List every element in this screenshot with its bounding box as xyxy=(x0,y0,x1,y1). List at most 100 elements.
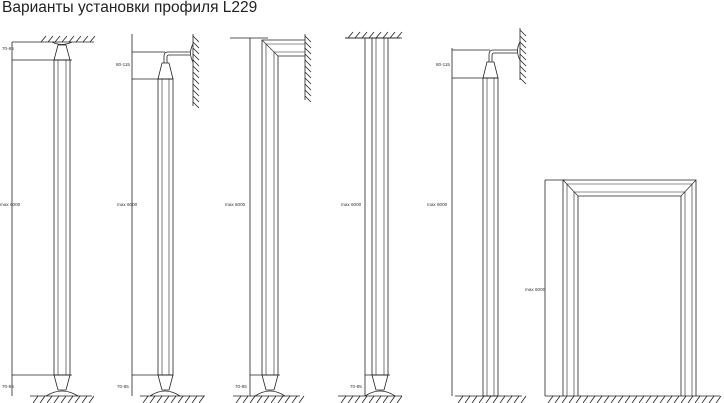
hatch-mark xyxy=(375,395,382,403)
hatch-mark xyxy=(192,95,200,103)
hatch-mark xyxy=(54,35,61,43)
hatch-mark xyxy=(568,395,575,403)
hatch-mark xyxy=(304,89,312,97)
mounting-surfaces xyxy=(30,28,722,403)
hatch-mark xyxy=(659,395,666,403)
hatch-mark xyxy=(277,395,284,403)
hatch-mark xyxy=(596,395,603,403)
hatch-mark xyxy=(61,35,68,43)
hatch-mark xyxy=(340,395,347,403)
hatch-mark xyxy=(170,395,177,403)
hatch-mark xyxy=(304,65,312,73)
hatch-mark xyxy=(389,31,396,39)
hatch-mark xyxy=(67,395,74,403)
hatch-mark xyxy=(249,395,256,403)
hatch-mark xyxy=(520,395,527,403)
hatch-mark xyxy=(354,31,361,39)
variant-4-ceiling-floor: max 6000 70-85 xyxy=(341,37,400,397)
hatch-mark xyxy=(347,31,354,39)
profile-pole xyxy=(149,43,194,397)
hatch-mark xyxy=(74,395,81,403)
hatch-mark xyxy=(53,395,60,403)
hatch-mark xyxy=(361,395,368,403)
hatch-mark xyxy=(347,395,354,403)
hatch-mark xyxy=(519,77,527,85)
hatch-mark xyxy=(506,395,513,403)
hatch-mark xyxy=(513,395,520,403)
hatch-mark xyxy=(396,395,403,403)
hatch-mark xyxy=(192,47,200,55)
hatch-mark xyxy=(40,35,47,43)
hatch-mark xyxy=(192,77,200,85)
hatch-mark xyxy=(589,395,596,403)
hatch-mark xyxy=(382,395,389,403)
dimension-label: 70-85 xyxy=(350,384,362,389)
hatch-mark xyxy=(89,35,96,43)
hatch-mark xyxy=(687,395,694,403)
profile-pole xyxy=(45,41,79,397)
hatch-mark xyxy=(624,395,631,403)
hatch-mark xyxy=(519,41,527,49)
dimension-label: 70-85 xyxy=(2,384,14,389)
hatch-mark xyxy=(492,395,499,403)
hatch-mark xyxy=(304,59,312,67)
hatch-mark xyxy=(47,35,54,43)
hatch-mark xyxy=(263,395,270,403)
dimension-label: 70-85 xyxy=(117,384,129,389)
hatch-mark xyxy=(163,395,170,403)
hatch-mark xyxy=(554,395,561,403)
dimension-label: max 6000 xyxy=(525,287,546,292)
hatch-mark xyxy=(694,395,701,403)
hatch-mark xyxy=(198,395,205,403)
dimension-label: max 6000 xyxy=(225,202,246,207)
hatch-mark xyxy=(519,71,527,79)
hatch-mark xyxy=(519,65,527,73)
variant-5-wall-floor-direct: 80-115 max 6000 xyxy=(427,41,521,397)
hatch-mark xyxy=(519,53,527,61)
hatch-mark xyxy=(192,35,200,43)
hatch-mark xyxy=(638,395,645,403)
hatch-mark xyxy=(184,395,191,403)
hatch-mark xyxy=(68,35,75,43)
variant-2-wall-floor: 80-115 max 6000 70-85 xyxy=(116,34,194,397)
hatch-mark xyxy=(464,395,471,403)
hatch-mark xyxy=(603,395,610,403)
hatch-mark xyxy=(499,395,506,403)
hatch-mark xyxy=(192,83,200,91)
hatch-mark xyxy=(631,395,638,403)
hatch-mark xyxy=(304,95,312,103)
hatch-mark xyxy=(81,395,88,403)
hatch-mark xyxy=(242,395,249,403)
variant-3-l-profile: max 6000 70-85 xyxy=(225,37,305,397)
hatch-mark xyxy=(304,53,312,61)
hatch-mark xyxy=(478,395,485,403)
hatch-mark xyxy=(361,31,368,39)
dimension-label: max 6000 xyxy=(341,202,362,207)
hatch-mark xyxy=(192,101,200,109)
hatch-mark xyxy=(156,395,163,403)
hatch-mark xyxy=(389,395,396,403)
variant-1-ceiling-floor: 70-85 max 6000 70-85 xyxy=(0,41,79,397)
profile-pole xyxy=(482,41,521,397)
hatch-mark xyxy=(375,31,382,39)
hatch-mark xyxy=(368,31,375,39)
hatch-mark xyxy=(547,395,554,403)
hatch-mark xyxy=(519,29,527,37)
hatch-mark xyxy=(519,35,527,43)
hatch-mark xyxy=(149,395,156,403)
hatch-mark xyxy=(192,65,200,73)
hatch-mark xyxy=(32,395,39,403)
profile-pole xyxy=(364,37,396,397)
hatch-mark xyxy=(304,47,312,55)
hatch-mark xyxy=(519,59,527,67)
hatch-mark xyxy=(382,31,389,39)
dimension-label: 80-115 xyxy=(116,62,130,67)
hatch-mark xyxy=(519,47,527,55)
hatch-mark xyxy=(617,395,624,403)
hatch-mark xyxy=(304,35,312,43)
hatch-mark xyxy=(192,89,200,97)
hatch-mark xyxy=(304,83,312,91)
frame-profile xyxy=(562,179,697,396)
hatch-mark xyxy=(192,71,200,79)
dimension-label: 70-85 xyxy=(2,46,14,51)
